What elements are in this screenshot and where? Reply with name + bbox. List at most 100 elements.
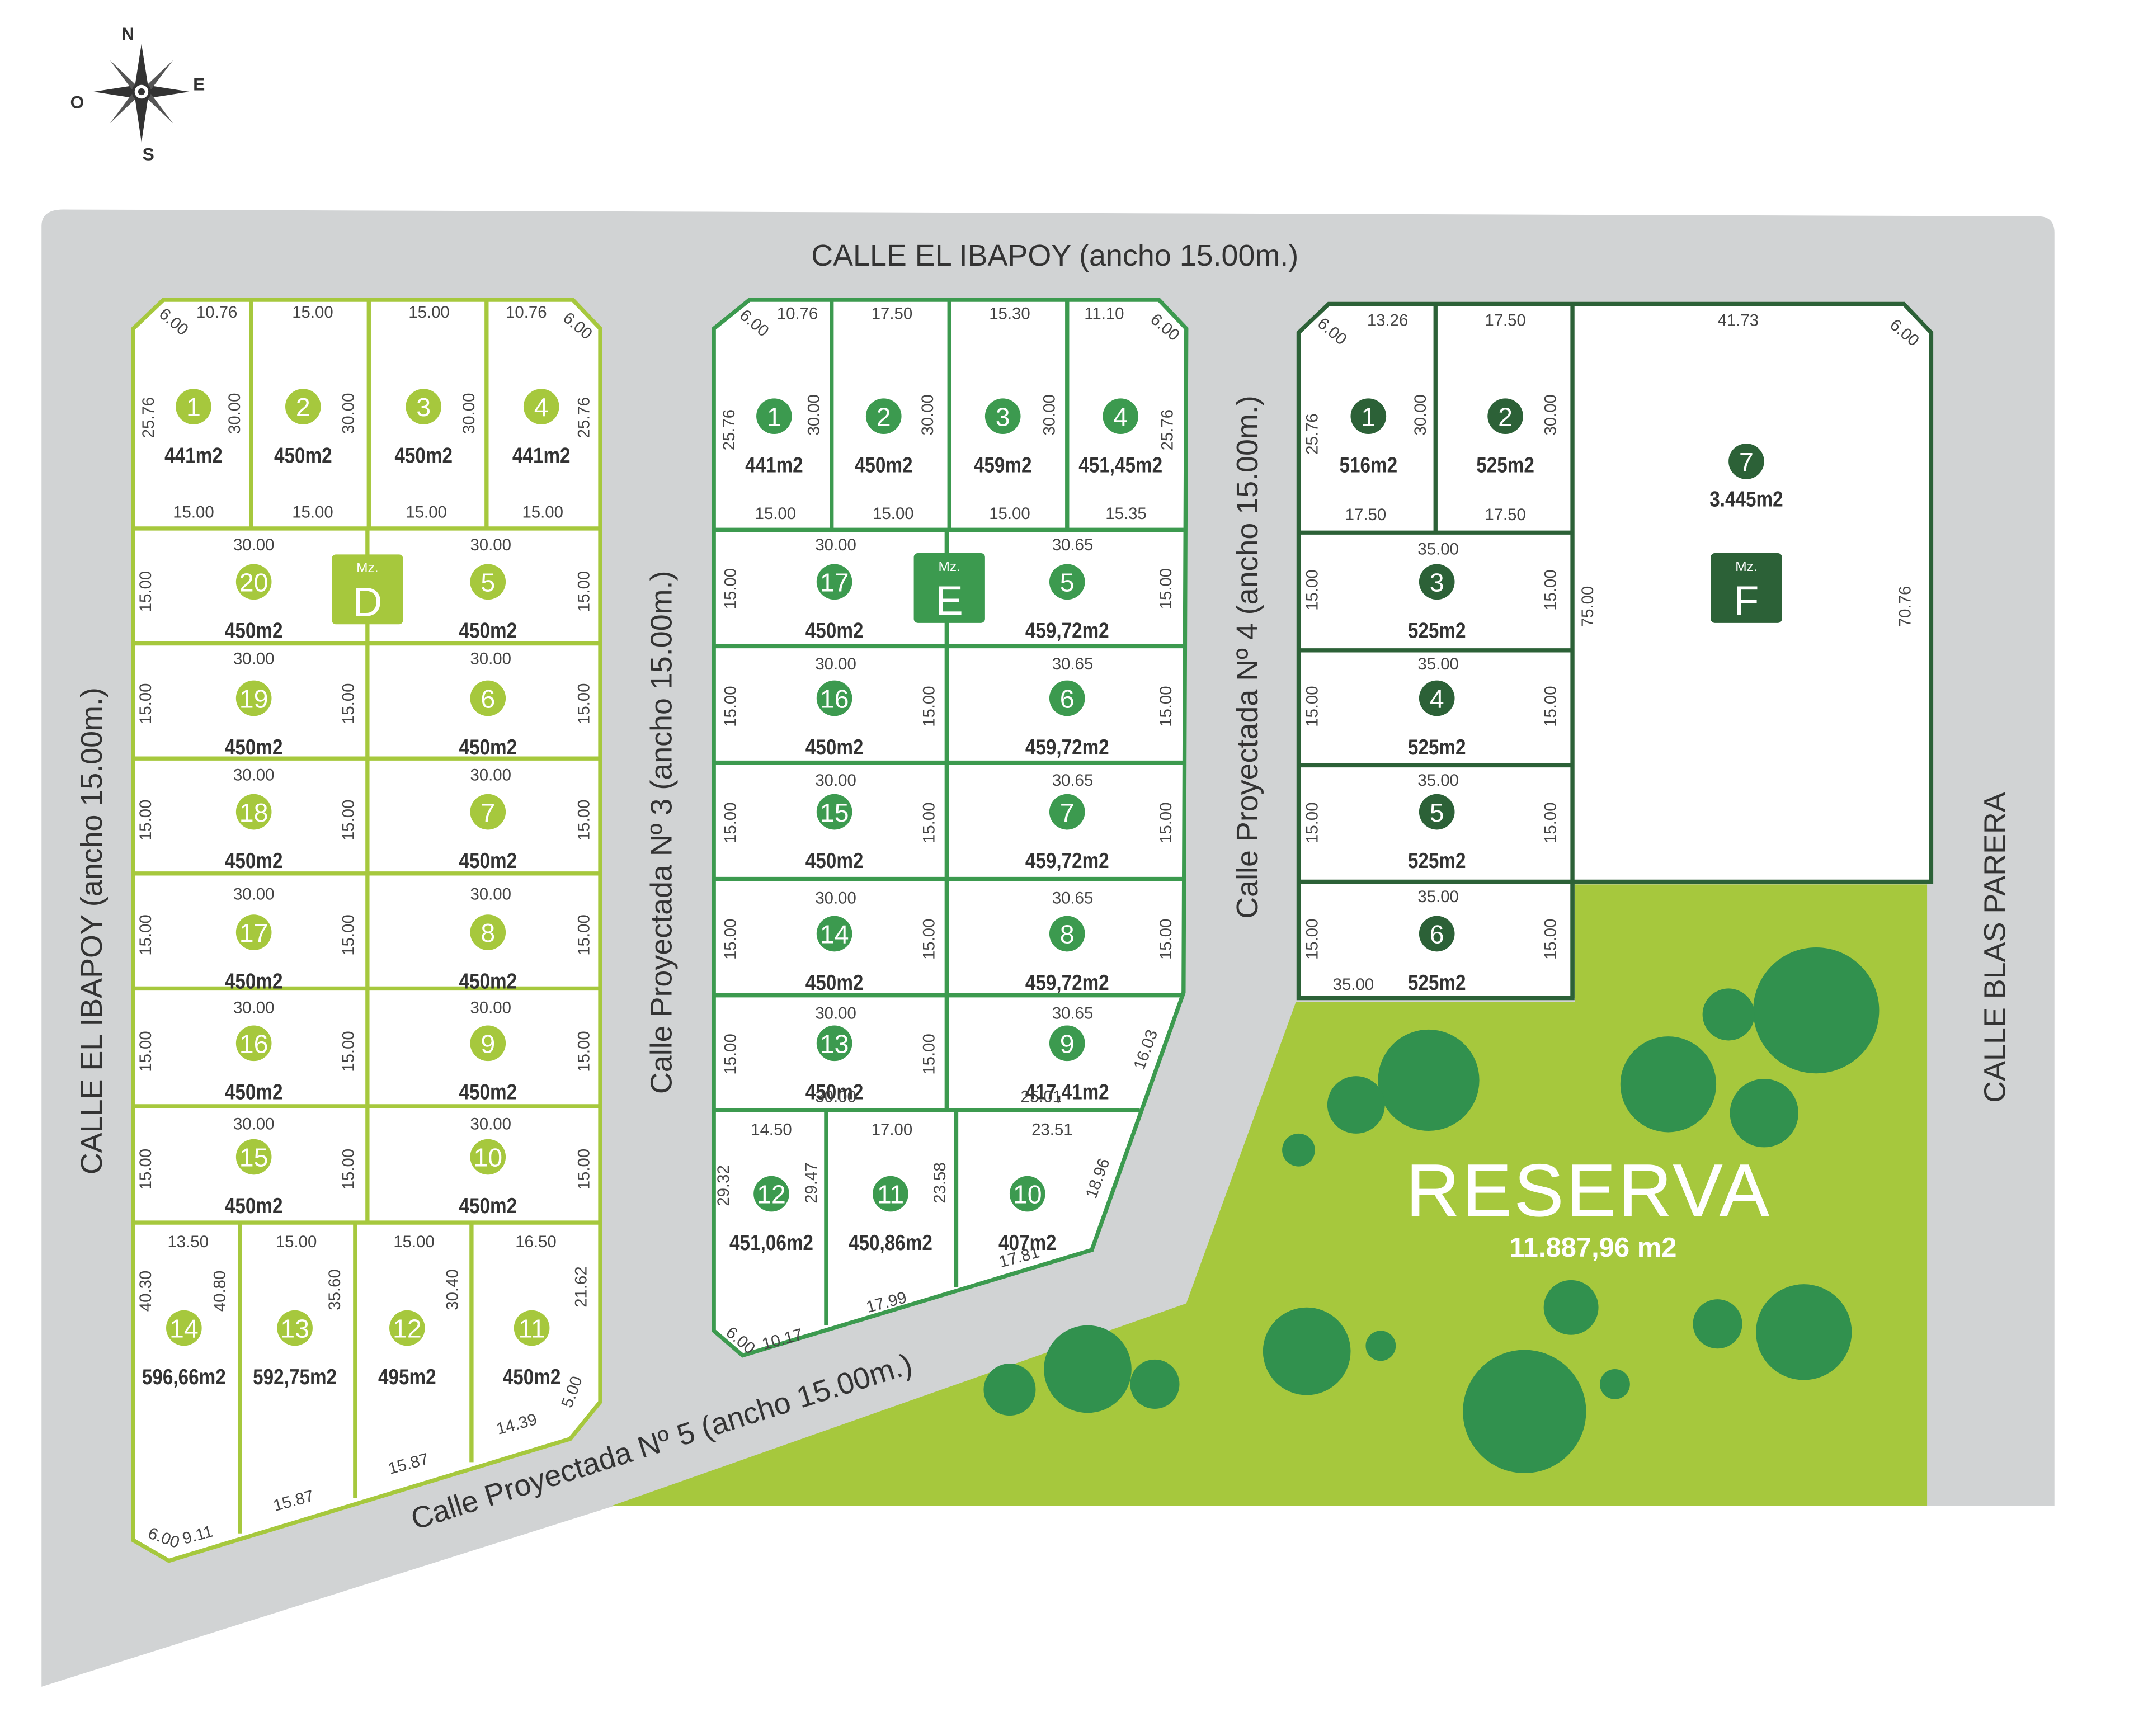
lot-dimension: 30.00	[233, 649, 274, 668]
lot-dimension: 30.00	[470, 885, 511, 903]
lot-dimension: 15.00	[721, 686, 739, 727]
lot-dimension: 15.00	[721, 802, 739, 843]
lot-dimension: 15.00	[920, 686, 938, 727]
lot-dimension: 30.00	[815, 655, 856, 673]
lot-area: 451,06m2	[729, 1230, 813, 1254]
lot-number: 5	[1060, 568, 1075, 597]
lot-dimension: 15.00	[989, 504, 1030, 523]
lot-area: 459,72m2	[1025, 734, 1109, 759]
lot-number: 2	[877, 402, 891, 431]
lot-dimension: 30.00	[470, 998, 511, 1017]
lot-dimension: 15.00	[1303, 686, 1322, 727]
reserva-area	[611, 884, 1928, 1506]
lot-number-badge	[277, 1310, 313, 1346]
lot-dimension: 30.00	[815, 1004, 856, 1022]
lot-number-badge	[984, 398, 1021, 434]
lot-area: 450m2	[225, 734, 283, 759]
lot-area: 525m2	[1408, 970, 1466, 994]
lot-dimension: 15.00	[1303, 802, 1322, 843]
lot-area: 450m2	[225, 1193, 283, 1218]
lot-dimension: 15.00	[1157, 686, 1175, 727]
lot-number: 16	[239, 1029, 268, 1058]
lot-area: 525m2	[1408, 848, 1466, 872]
lot-dimension: 25.76	[574, 397, 593, 438]
lot-dimension: 30.00	[233, 766, 274, 784]
lot-dimension: 25.01	[1021, 1088, 1062, 1106]
lot-dimension: 17.50	[872, 304, 912, 323]
lot-area: 495m2	[378, 1364, 436, 1389]
compass-east: E	[193, 74, 205, 95]
lot-area: 450m2	[459, 1079, 517, 1104]
lot-number-badge	[873, 1176, 908, 1212]
lot-dimension: 15.00	[408, 303, 449, 322]
lot-dimension: 21.62	[572, 1266, 591, 1307]
lot-area: 525m2	[1476, 452, 1534, 477]
lot-dimension: 30.00	[225, 393, 244, 434]
lot-number-badge	[1419, 916, 1455, 952]
compass-icon: N S E O	[70, 23, 205, 164]
lot-dimension: 30.00	[470, 766, 511, 784]
lot-dimension: 15.00	[339, 800, 357, 841]
lot-number-badge	[753, 1176, 789, 1212]
lot-number: 3	[1430, 568, 1444, 597]
lot-dimension: 25.76	[1158, 409, 1176, 450]
lot-number: 6	[481, 685, 495, 714]
block-f-mz: Mz.	[1735, 559, 1757, 574]
lot-dimension: 30.00	[470, 1115, 511, 1134]
lot-dimension: 35.60	[326, 1269, 344, 1310]
lot-number: 9	[481, 1029, 495, 1058]
lot-dimension: 17.50	[1485, 312, 1525, 330]
lot-number-badge	[1419, 680, 1455, 716]
lot-number-badge	[1049, 680, 1085, 716]
block-f-label: F	[1734, 578, 1759, 624]
lot-number-badge	[470, 794, 506, 830]
lot-number: 6	[1430, 920, 1444, 949]
lot-dimension: 17.00	[872, 1120, 912, 1139]
lot-dimension: 15.00	[136, 571, 155, 612]
lot-dimension: 15.35	[1105, 504, 1146, 523]
lot-dimension: 15.00	[276, 1233, 317, 1251]
lot-number: 12	[757, 1180, 786, 1209]
lot-dimension: 30.65	[1052, 1004, 1093, 1022]
